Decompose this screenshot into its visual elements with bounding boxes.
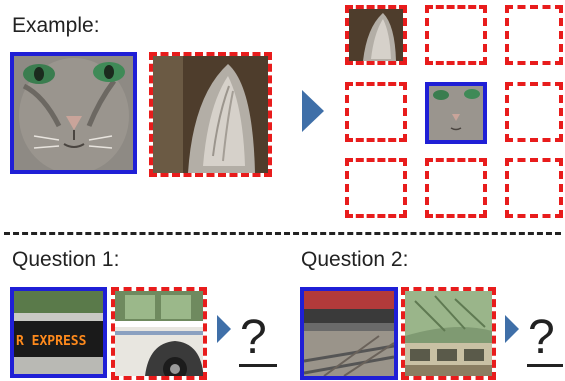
bus-sign-text: R EXPRESS: [16, 334, 87, 349]
example-arrow-icon: [302, 90, 324, 132]
example-label: Example:: [12, 14, 100, 37]
example-neighbor-patch: [149, 52, 272, 177]
cat-face-image: [14, 56, 133, 170]
bus-wheel-image: [115, 291, 203, 376]
question-1-label: Question 1:: [12, 248, 120, 271]
grid-cat-thumbnail: [429, 86, 483, 140]
grid-cell-0-0: [345, 5, 407, 65]
section-divider: [4, 232, 561, 235]
grid-cell-1-2: [505, 82, 563, 142]
question-1-arrow-icon: [217, 315, 231, 343]
question-2-center-patch: [300, 287, 398, 380]
example-center-patch: [10, 52, 137, 174]
grid-ear-thumbnail: [349, 9, 403, 61]
grid-cell-1-1: [425, 82, 487, 144]
question-2-neighbor-patch: [401, 287, 496, 380]
bus-sign-image: R EXPRESS: [14, 291, 103, 374]
train-hillside-image: [405, 291, 492, 376]
question-1-center-patch: R EXPRESS: [10, 287, 107, 378]
cat-ear-image: [153, 56, 268, 173]
train-tracks-image: [304, 291, 394, 376]
grid-cell-2-0: [345, 158, 407, 218]
grid-cell-1-0: [345, 82, 407, 142]
grid-cell-0-2: [505, 5, 563, 65]
question-1-neighbor-patch: [111, 287, 207, 380]
question-2-arrow-icon: [505, 315, 519, 343]
grid-cell-2-2: [505, 158, 563, 218]
question-1-answer-line: [239, 364, 277, 367]
grid-cell-0-1: [425, 5, 487, 65]
question-1-answer: ?: [240, 311, 267, 364]
question-2-label: Question 2:: [301, 248, 409, 271]
question-2-answer-line: [527, 364, 563, 367]
grid-cell-2-1: [425, 158, 487, 218]
question-2-answer: ?: [528, 311, 555, 364]
